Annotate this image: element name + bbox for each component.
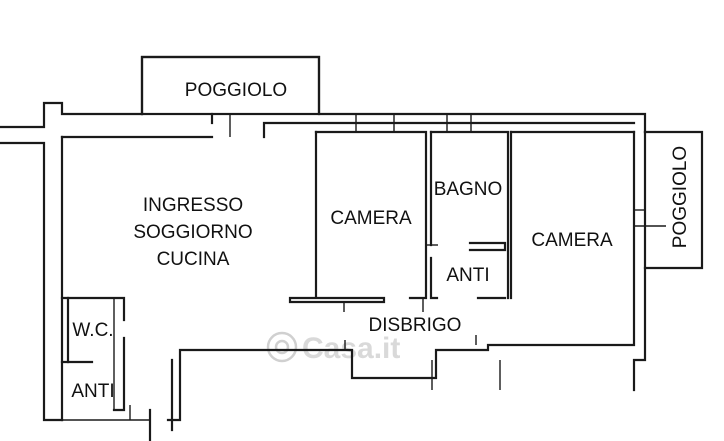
label-living-line3: CUCINA bbox=[157, 249, 230, 270]
label-hallway: DISBRIGO bbox=[369, 315, 462, 336]
balcony-top bbox=[140, 55, 321, 137]
label-wc: W.C. bbox=[72, 320, 113, 341]
balcony-right bbox=[634, 130, 704, 270]
interior-walls bbox=[60, 113, 636, 421]
watermark-logo-icon bbox=[266, 331, 298, 363]
label-anti-bathroom: ANTI bbox=[446, 265, 489, 286]
label-living-line1: INGRESSO bbox=[143, 195, 243, 216]
label-bathroom: BAGNO bbox=[434, 179, 503, 200]
label-bedroom-center: CAMERA bbox=[330, 208, 412, 229]
label-balcony-top: POGGIOLO bbox=[185, 80, 287, 101]
watermark-logo-inner-icon bbox=[274, 339, 290, 355]
label-balcony-right: POGGIOLO bbox=[670, 146, 691, 248]
watermark: Casa.it bbox=[266, 331, 400, 365]
label-living-line2: SOGGIORNO bbox=[133, 222, 252, 243]
label-bedroom-right: CAMERA bbox=[531, 230, 613, 251]
label-anti-wc: ANTI bbox=[71, 381, 114, 402]
